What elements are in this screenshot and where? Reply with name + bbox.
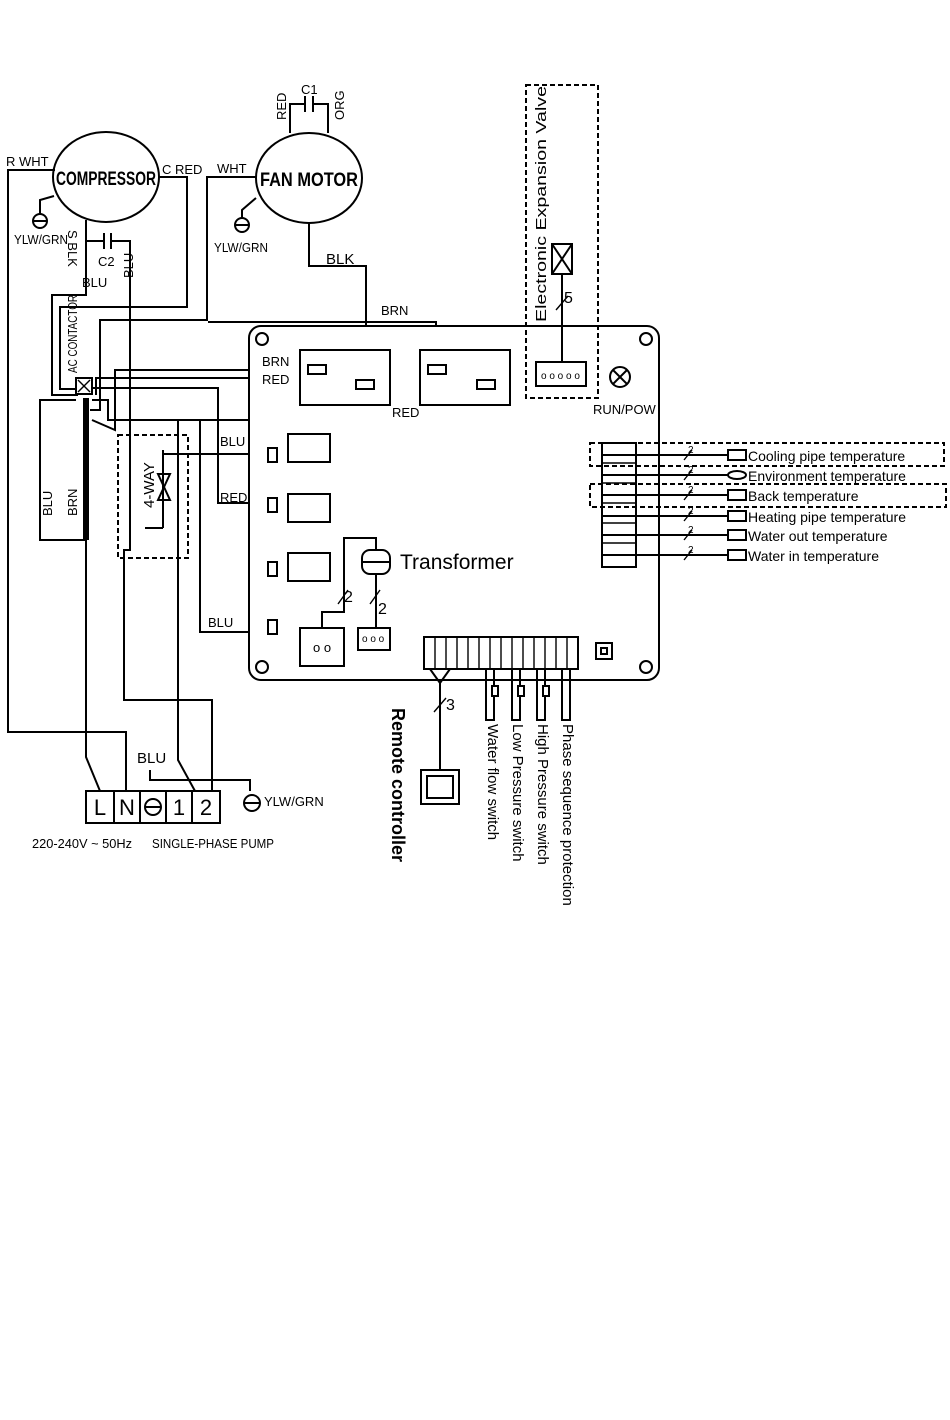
- relay-1: [299, 349, 391, 406]
- four-way-label: 4-WAY: [141, 462, 158, 508]
- relay-3: [267, 552, 331, 582]
- terminal-blu-label: BLU: [137, 750, 166, 767]
- remote-controller: 3 Remote controller: [388, 668, 460, 862]
- remote-controller-label: Remote controller: [388, 708, 408, 862]
- fan-motor-label: FAN MOTOR: [260, 170, 358, 191]
- fan-motor-wht-label: WHT: [217, 161, 247, 176]
- fan-motor: FAN MOTOR WHT C1 RED ORG YLW/GRN BLK: [214, 82, 363, 268]
- contactor-brn-label: BRN: [65, 489, 80, 516]
- low-pressure-switch-label: Low Pressure switch: [509, 724, 526, 862]
- sensor-label: Water in temperature: [748, 548, 879, 564]
- relay-blu-1: [267, 433, 331, 463]
- sensor-label: Cooling pipe temperature: [748, 448, 905, 464]
- sensor-cooling-pipe: 2 Cooling pipe temperature: [602, 445, 905, 464]
- compressor-ground-icon: [32, 195, 55, 229]
- expansion-valve: Electronic Expansion Valve 5 o o o o o: [525, 84, 599, 399]
- fan-motor-blk-label: BLK: [326, 251, 354, 268]
- relay-2: [419, 349, 511, 406]
- board-blu1-label: BLU: [220, 434, 245, 449]
- transformer-label: Transformer: [400, 551, 514, 574]
- run-pow-label: RUN/POW: [593, 402, 657, 417]
- sensor-connector: [601, 442, 637, 568]
- back-temp-highlight: [589, 483, 947, 508]
- terminal-n: N: [119, 795, 135, 820]
- board-brn-left-label: BRN: [262, 354, 289, 369]
- transformer: o o o o o Transformer 2 2: [299, 537, 514, 667]
- relay-red-2: [267, 493, 331, 523]
- sensor-heating-pipe: 2 Heating pipe temperature: [602, 506, 906, 525]
- water-flow-switch-label: Water flow switch: [484, 724, 501, 840]
- ac-contactor: AC CONTACTOR BLU BRN: [40, 295, 93, 516]
- compressor-c2-label: C2: [98, 254, 115, 269]
- sensor-environment: 2 Environment temperature: [602, 465, 906, 484]
- terminal-1: 1: [173, 795, 185, 820]
- c1-capacitor-icon: [289, 96, 329, 133]
- control-board: [248, 325, 660, 681]
- remote-count: 3: [446, 697, 455, 714]
- run-pow-indicator-icon: [609, 366, 631, 388]
- fan-motor-org-label: ORG: [332, 90, 347, 120]
- fan-motor-ground-icon: [234, 197, 257, 233]
- board-red-mid-label: RED: [392, 405, 419, 420]
- transformer-count-b: 2: [378, 601, 387, 618]
- compressor-blu-label-2: BLU: [121, 253, 136, 278]
- terminal-block: L N 1 2 BLU: [85, 750, 221, 824]
- cooling-pipe-highlight: [589, 442, 945, 467]
- board-red2-label: RED: [220, 490, 247, 505]
- svg-text:o o: o o: [313, 640, 331, 655]
- terminal-l: L: [94, 795, 106, 820]
- compressor-label: COMPRESSOR: [56, 169, 156, 190]
- sensor-label: Back temperature: [748, 488, 859, 504]
- pump-ground-label: YLW/GRN: [264, 794, 324, 809]
- bottom-connector: [423, 636, 579, 670]
- compressor: COMPRESSOR R WHT C RED S BLK C2 YLW/GRN …: [6, 131, 202, 290]
- board-blu4-label: BLU: [208, 615, 233, 630]
- c1-label: C1: [301, 82, 318, 97]
- fan-motor-red-label: RED: [274, 93, 289, 120]
- phase-sequence-label: Phase sequence protection: [559, 724, 576, 906]
- compressor-c-red-label: C RED: [162, 162, 202, 177]
- sensor-label: Water out temperature: [748, 528, 888, 544]
- board-brn-top-label: BRN: [381, 303, 408, 318]
- compressor-blu-label: BLU: [82, 275, 107, 290]
- contactor-blu-label: BLU: [40, 491, 55, 516]
- relay-blu-4: [267, 619, 278, 635]
- voltage-label: 220-240V ~ 50Hz: [32, 836, 132, 851]
- switch-wires: [485, 669, 571, 721]
- board-red-left-label: RED: [262, 372, 289, 387]
- expansion-valve-count: 5: [564, 290, 573, 307]
- compressor-s-blk-label: S BLK: [65, 230, 80, 267]
- svg-text:o o o: o o o: [362, 634, 385, 645]
- high-pressure-switch-label: High Pressure switch: [534, 724, 551, 865]
- svg-text:o o o o o: o o o o o: [541, 371, 580, 382]
- transformer-count-a: 2: [344, 589, 353, 606]
- pump-ground-icon: YLW/GRN: [243, 794, 324, 812]
- terminal-2: 2: [200, 795, 212, 820]
- compressor-r-wht-label: R WHT: [6, 154, 49, 169]
- four-way-valve: 4-WAY: [117, 434, 189, 559]
- ac-contactor-label: AC CONTACTOR: [65, 295, 80, 373]
- compressor-ground-label: YLW/GRN: [14, 232, 68, 247]
- sensor-list: 2 Cooling pipe temperature 2 Environment…: [602, 445, 906, 564]
- sensor-label: Heating pipe temperature: [748, 509, 906, 525]
- pump-label: SINGLE-PHASE PUMP: [152, 836, 274, 851]
- expansion-valve-label: Electronic Expansion Valve: [533, 86, 550, 322]
- sensor-label: Environment temperature: [748, 468, 906, 484]
- fan-motor-ground-label: YLW/GRN: [214, 240, 268, 255]
- c2-capacitor-icon: [86, 233, 124, 249]
